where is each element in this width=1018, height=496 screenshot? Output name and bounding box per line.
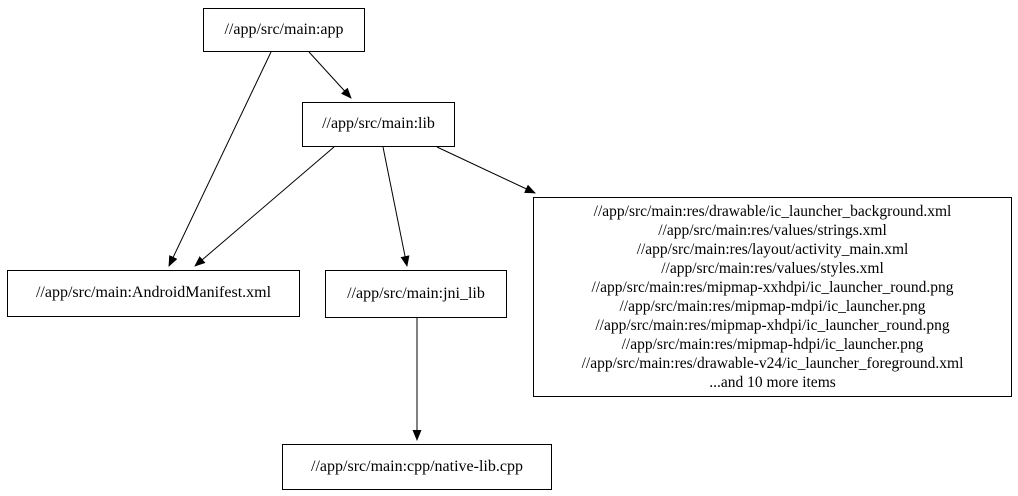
node-android-manifest-label: //app/src/main:AndroidManifest.xml	[35, 284, 272, 302]
res-file-item: //app/src/main:res/mipmap-mdpi/ic_launch…	[619, 298, 926, 315]
res-file-item: //app/src/main:res/mipmap-hdpi/ic_launch…	[621, 336, 924, 353]
res-file-item: //app/src/main:res/drawable/ic_launcher_…	[593, 203, 952, 220]
edge-app-to-lib	[308, 51, 352, 99]
node-jni-lib-label: //app/src/main:jni_lib	[347, 284, 485, 302]
node-app-label: //app/src/main:app	[224, 20, 344, 38]
edge-lib-to-jni-lib	[382, 146, 410, 267]
node-native-lib-cpp-label: //app/src/main:cpp/native-lib.cpp	[311, 457, 523, 475]
node-native-lib-cpp: //app/src/main:cpp/native-lib.cpp	[282, 444, 552, 490]
node-lib-label: //app/src/main:lib	[322, 115, 435, 133]
node-jni-lib: //app/src/main:jni_lib	[325, 270, 507, 318]
res-file-item: //app/src/main:res/drawable-v24/ic_launc…	[581, 355, 964, 372]
node-lib: //app/src/main:lib	[302, 102, 455, 147]
edge-lib-to-res-group	[436, 146, 536, 194]
res-file-item: //app/src/main:res/mipmap-xxhdpi/ic_laun…	[591, 279, 954, 296]
node-app: //app/src/main:app	[203, 8, 365, 52]
edge-app-to-androidmanifest	[168, 51, 272, 267]
node-res-file-group: //app/src/main:res/drawable/ic_launcher_…	[533, 197, 1012, 397]
res-file-item: //app/src/main:res/layout/activity_main.…	[636, 241, 909, 258]
res-more-items-label: ...and 10 more items	[709, 374, 836, 391]
edge-lib-to-androidmanifest	[194, 146, 335, 267]
node-android-manifest: //app/src/main:AndroidManifest.xml	[7, 270, 300, 317]
res-file-item: //app/src/main:res/mipmap-xhdpi/ic_launc…	[595, 317, 950, 334]
res-file-item: //app/src/main:res/values/strings.xml	[658, 222, 887, 239]
res-file-item: //app/src/main:res/values/styles.xml	[661, 260, 884, 277]
